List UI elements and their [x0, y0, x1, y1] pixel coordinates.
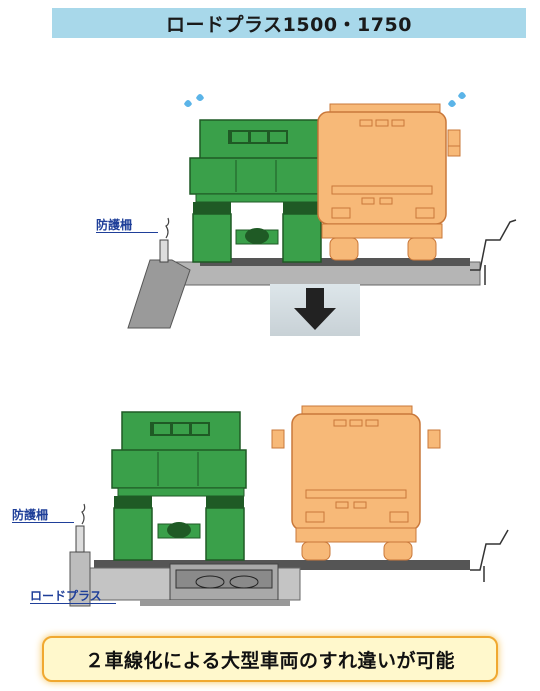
down-arrow-icon [270, 284, 360, 336]
embankment [127, 259, 191, 329]
road-plus-label: ロードプラス [30, 589, 102, 603]
guardrail-label-bottom: 防護柵 [12, 508, 49, 522]
orange-truck [271, 405, 441, 561]
road-surface [200, 258, 470, 266]
after-illustration [69, 405, 509, 607]
caption-banner: ２車線化による大型車両のすれ違いが可能 [42, 636, 498, 682]
right-edge [470, 529, 509, 571]
before-illustration [127, 92, 517, 329]
road-plus-label-leader [30, 603, 116, 604]
guardrail-label-bottom-leader [12, 522, 74, 523]
guardrail-post [159, 239, 169, 263]
guardrail-post [75, 525, 85, 553]
page-title: ロードプラス1500・1750 [52, 8, 526, 38]
sweat-drop-icon [448, 100, 456, 107]
sweat-drop-icon [458, 92, 466, 99]
guardrail-label-top: 防護柵 [96, 218, 133, 232]
sweat-drop-icon [196, 94, 204, 101]
orange-truck [317, 103, 461, 261]
right-edge [470, 219, 517, 271]
sweat-drop-icon [184, 100, 192, 107]
guardrail-label-top-leader [96, 232, 158, 233]
before-scene [0, 90, 540, 330]
green-truck [111, 411, 247, 561]
down-arrow [270, 284, 360, 340]
after-scene [0, 400, 540, 620]
green-truck [189, 119, 325, 263]
